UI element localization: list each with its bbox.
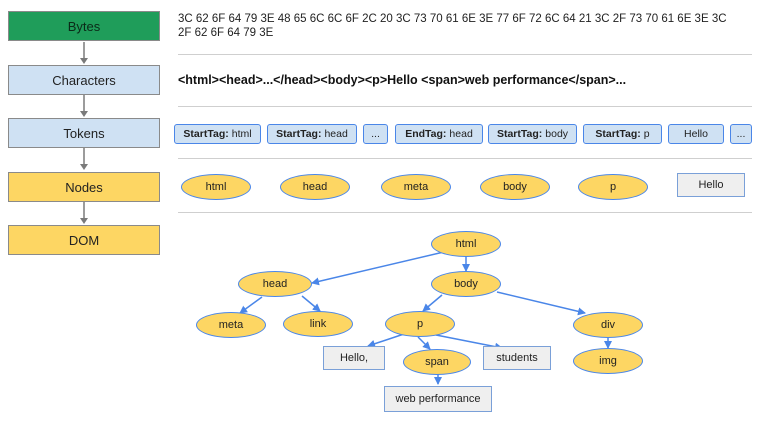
dom-div: div [573, 312, 643, 338]
token-value: Hello [684, 128, 708, 140]
token-value: p [643, 128, 650, 140]
token: StartTag:html [174, 124, 261, 144]
token: Hello [668, 124, 724, 144]
dom-head: head [238, 271, 312, 297]
dom-meta: meta [196, 312, 266, 338]
stage-characters: Characters [8, 65, 160, 95]
token-value: ... [371, 128, 380, 140]
edge-p-students [435, 334, 503, 351]
token: StartTag:body [488, 124, 577, 144]
divider [178, 106, 752, 107]
characters-text: <html><head>...</head><body><p>Hello <sp… [178, 73, 627, 87]
edge-p-span [417, 336, 431, 350]
edge-p-hello [367, 333, 405, 348]
dom-body: body [431, 271, 501, 297]
token-kind: EndTag: [405, 128, 447, 140]
dom-text-web-performance: web performance [384, 386, 492, 412]
dom-link: link [283, 311, 353, 337]
stage-bytes: Bytes [8, 11, 160, 41]
stage-dom: DOM [8, 225, 160, 255]
token: ... [730, 124, 752, 144]
node-html: html [181, 174, 251, 200]
edge-body-p [422, 294, 443, 312]
stage-arrow-head [80, 111, 88, 117]
token-kind: StartTag: [183, 128, 229, 140]
edge-head-link [301, 295, 321, 312]
token-value: ... [736, 128, 746, 140]
divider [178, 158, 752, 159]
token: StartTag:p [583, 124, 662, 144]
divider [178, 54, 752, 55]
token: StartTag:head [267, 124, 357, 144]
token-value: html [231, 128, 252, 140]
token: EndTag:head [395, 124, 483, 144]
token-kind: StartTag: [276, 128, 322, 140]
stage-nodes: Nodes [8, 172, 160, 202]
dom-img: img [573, 348, 643, 374]
dom-span: span [403, 349, 471, 375]
dom-html: html [431, 231, 501, 257]
stage-arrow-head [80, 58, 88, 64]
token-kind: StartTag: [595, 128, 641, 140]
stage-arrow-head [80, 218, 88, 224]
token-value: head [449, 128, 473, 140]
token: ... [363, 124, 388, 144]
node-text-hello: Hello [677, 173, 745, 197]
token-value: head [324, 128, 348, 140]
token-value: body [545, 128, 569, 140]
node-body: body [480, 174, 550, 200]
dom-p: p [385, 311, 455, 337]
token-kind: StartTag: [496, 128, 543, 140]
bytes-hex-text: 3C 62 6F 64 79 3E 48 65 6C 6C 6F 2C 20 3… [178, 13, 727, 39]
dom-text-students: students [483, 346, 551, 370]
dom-text-hello: Hello, [323, 346, 385, 370]
edge-html-head [311, 250, 449, 286]
node-p: p [578, 174, 648, 200]
stage-tokens: Tokens [8, 118, 160, 148]
edge-body-div [496, 291, 586, 316]
divider [178, 212, 752, 213]
stage-arrow-head [80, 164, 88, 170]
edge-head-meta [239, 296, 263, 314]
node-meta: meta [381, 174, 451, 200]
node-head: head [280, 174, 350, 200]
